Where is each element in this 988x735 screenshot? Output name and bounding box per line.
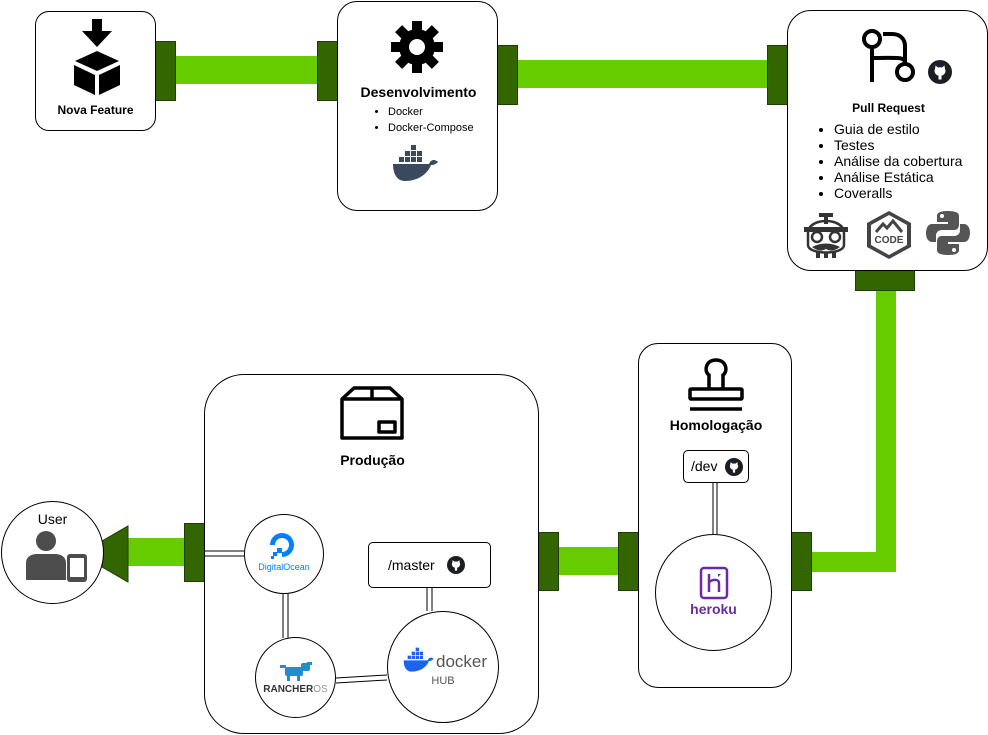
desenvolvimento-title: Desenvolvimento (360, 84, 477, 100)
homologacao-title: Homologação (669, 417, 763, 433)
list-item: Testes (834, 137, 962, 153)
docker-whale-icon (393, 145, 438, 181)
list-item: Análise Estática (834, 169, 962, 185)
dev-branch-label: /dev (691, 458, 718, 474)
user-mobile-icon (26, 531, 87, 582)
docker-whale-icon (403, 647, 434, 672)
download-box-icon (74, 19, 120, 95)
rancher-label: RANCHER (263, 684, 314, 695)
python-icon (926, 211, 970, 255)
list-item: Docker-Compose (388, 120, 474, 136)
pipe-dev-pr (518, 60, 767, 88)
rancheros-wordmark: RANCHEROS (256, 684, 335, 695)
dockerhub-service: docker HUB (387, 611, 499, 723)
user-node: User (1, 501, 104, 604)
desenvolvimento-node: Desenvolvimento Docker Docker-Compose (337, 1, 498, 211)
github-icon (447, 556, 465, 574)
list-item: Docker (388, 104, 474, 120)
pipe-feature-dev (176, 56, 317, 84)
rancher-cow-icon (280, 662, 312, 681)
pipe-cap (538, 532, 559, 591)
master-branch-tag: /master (368, 542, 491, 588)
pipe-cap (155, 41, 176, 101)
pipe-cap (184, 523, 205, 582)
pipe-pr-homolog-vertical (876, 290, 896, 572)
digitalocean-icon (270, 533, 294, 559)
user-label: User (37, 511, 68, 527)
digitalocean-service: DigitalOcean (244, 514, 324, 594)
heroku-label: heroku (690, 601, 737, 617)
heroku-service: heroku (655, 534, 772, 651)
travis-icon (804, 213, 848, 258)
docker-label: docker (436, 652, 488, 671)
codeclimate-label: CODE (875, 235, 904, 246)
package-icon (340, 386, 404, 440)
desenvolvimento-list: Docker Docker-Compose (388, 104, 474, 136)
hub-label: HUB (431, 675, 455, 687)
dev-heroku-connector (712, 483, 718, 534)
list-item: Guia de estilo (834, 121, 962, 137)
producao-connectors (205, 550, 433, 684)
pipe-cap (855, 270, 915, 291)
stamp-icon (688, 358, 744, 411)
nova-feature-title: Nova Feature (57, 103, 134, 117)
git-branch-icon (862, 29, 915, 82)
producao-title: Produção (340, 452, 405, 468)
pipe-cap (791, 532, 812, 591)
digitalocean-label: DigitalOcean (258, 562, 310, 572)
pull-request-node: Pull Request Guia de estilo Testes Análi… (787, 10, 988, 271)
pipe-prod-user (128, 538, 185, 566)
producao-node: Produção DigitalOcean (204, 374, 539, 734)
pipe-arrow-head (101, 525, 129, 583)
codeclimate-icon: CODE (867, 211, 911, 259)
gear-icon (391, 21, 443, 73)
pipe-pr-homolog-horizontal (811, 552, 896, 572)
pipe-cap (767, 45, 788, 105)
master-branch-label: /master (388, 557, 435, 573)
pull-request-list: Guia de estilo Testes Análise da cobertu… (834, 121, 962, 201)
pipe-homolog-prod (558, 547, 619, 575)
rancheros-service: RANCHEROS (255, 637, 336, 718)
list-item: Coveralls (834, 185, 962, 201)
homologacao-node: Homologação /dev heroku (638, 343, 792, 688)
pipe-cap (497, 45, 518, 105)
list-item: Análise da cobertura (834, 153, 962, 169)
nova-feature-node: Nova Feature (35, 11, 156, 131)
heroku-icon (699, 566, 729, 600)
pipe-cap (317, 41, 338, 101)
os-label: OS (313, 684, 328, 695)
github-icon (928, 60, 952, 84)
github-icon (725, 458, 743, 476)
pipe-cap (618, 532, 639, 591)
dev-branch-tag: /dev (683, 450, 749, 483)
pull-request-title: Pull Request (852, 101, 925, 115)
